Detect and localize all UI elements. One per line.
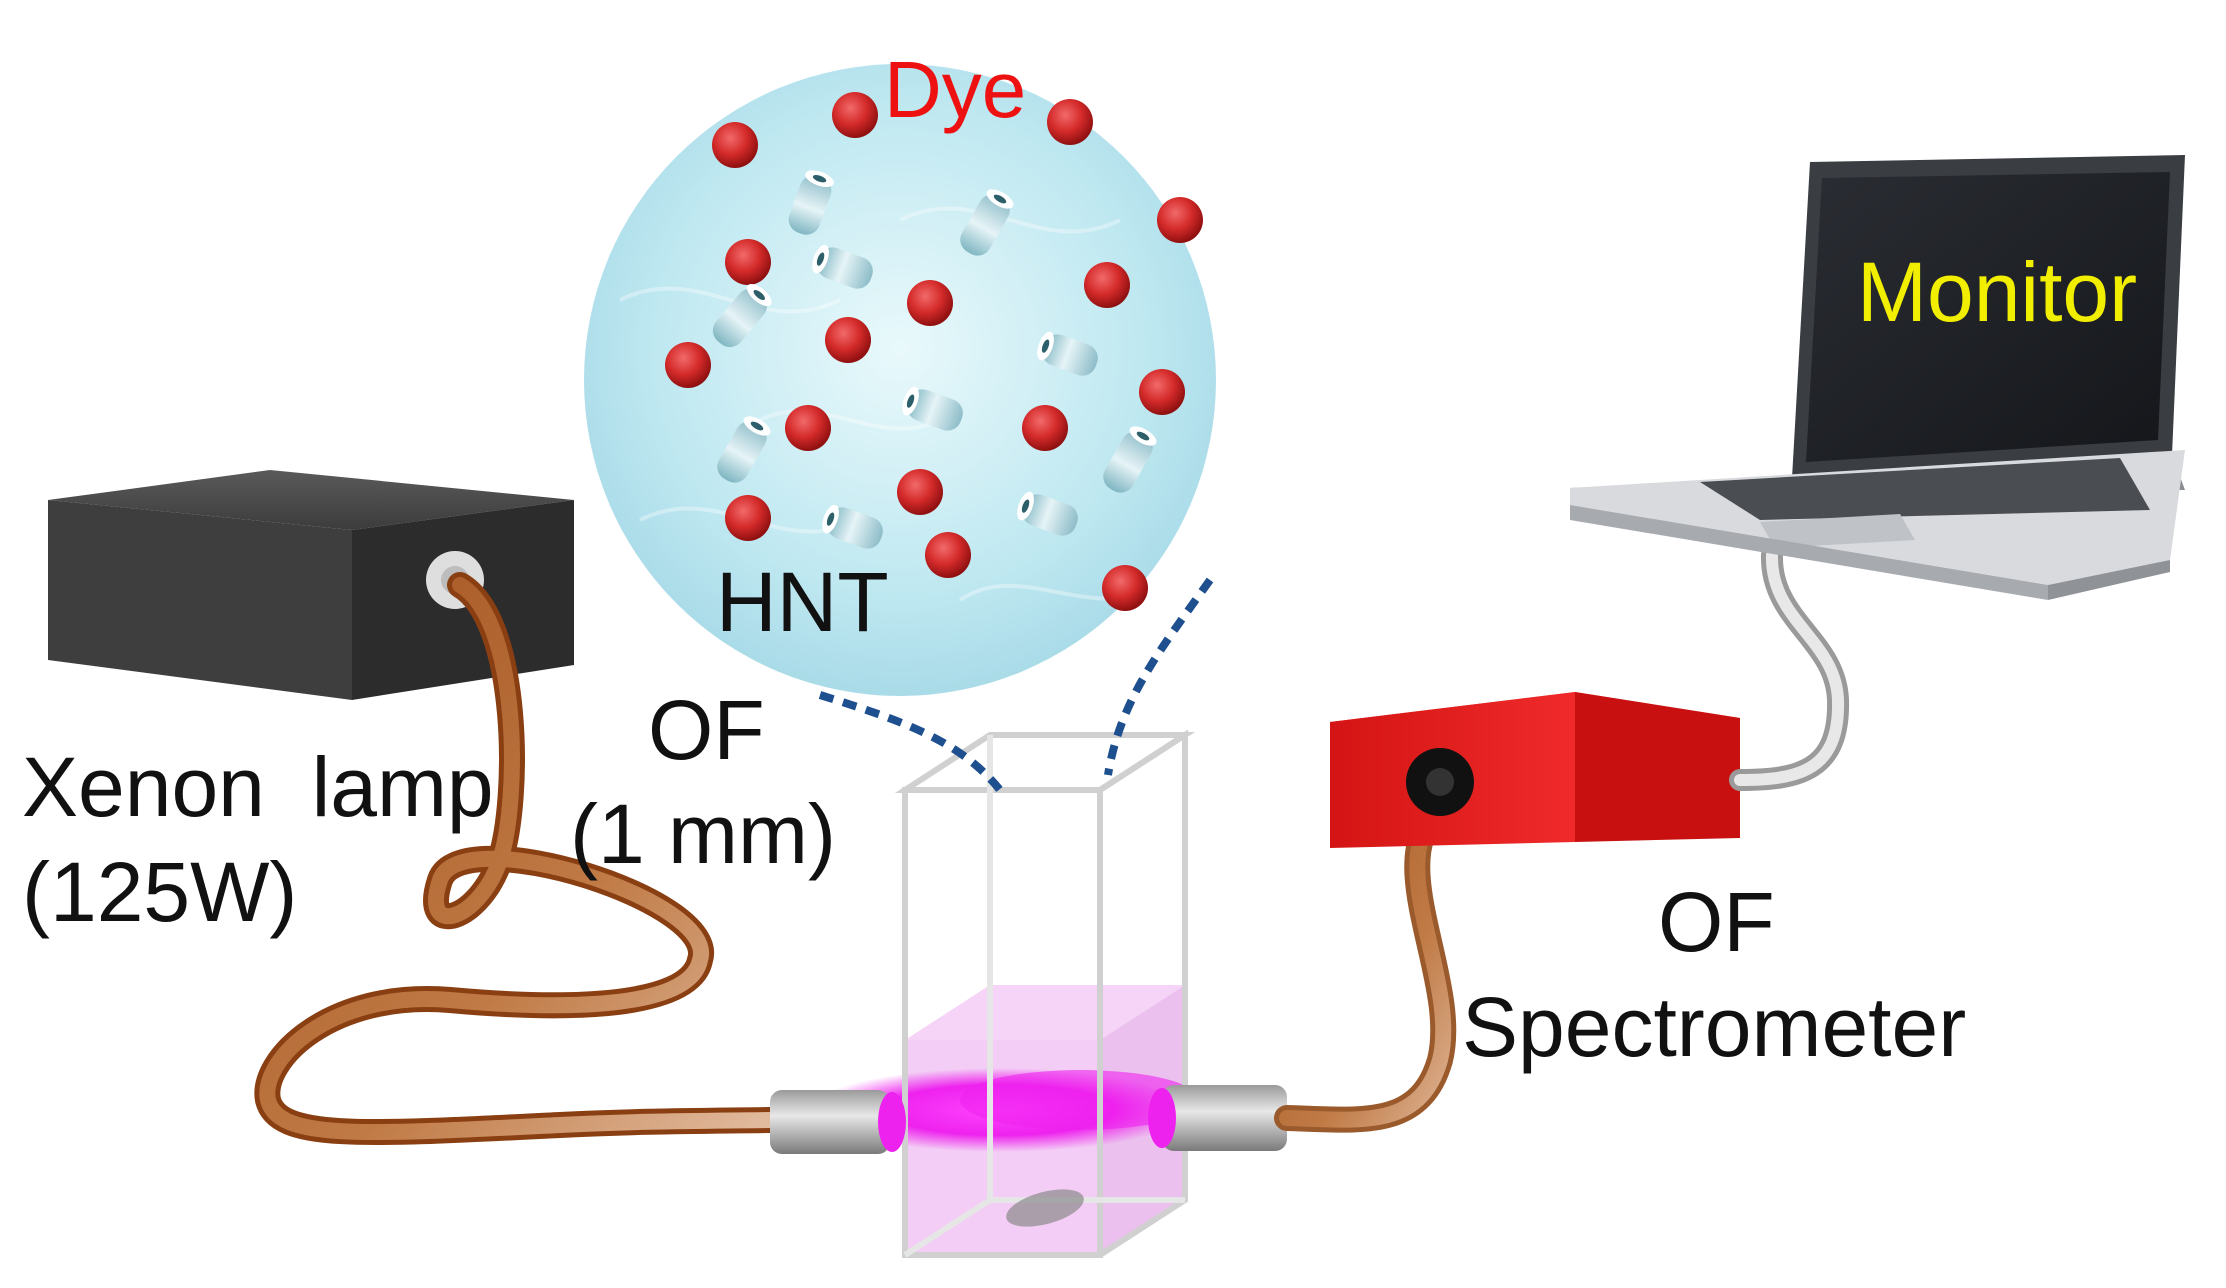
lamp-power-label: (125W) — [22, 845, 298, 939]
light-beam-core — [960, 1070, 1200, 1130]
dye-particle — [825, 317, 871, 363]
laptop-keyboard — [1700, 458, 2150, 520]
dye-particle — [1084, 262, 1130, 308]
xenon-lamp-icon — [48, 470, 574, 700]
hnt-label: HNT — [716, 555, 889, 649]
dye-particle — [925, 532, 971, 578]
laptop-side-edge — [2048, 560, 2170, 600]
spectrometer-icon — [1330, 692, 1740, 848]
dye-particle — [1157, 197, 1203, 243]
magnifier-guide-left — [818, 691, 1004, 793]
hnt-tube — [822, 504, 883, 549]
laptop-icon — [1570, 155, 2185, 600]
lamp-front-face — [48, 500, 352, 700]
laptop-touchpad — [1760, 514, 1915, 548]
fiber-input-size-label: (1 mm) — [570, 787, 836, 881]
hnt-tube — [788, 170, 834, 235]
hnt-tubes — [712, 170, 1157, 549]
output-ferrule-light — [1148, 1088, 1176, 1148]
dye-particle — [1047, 99, 1093, 145]
dye-particle — [785, 405, 831, 451]
hnt-tube — [902, 386, 963, 431]
hnt-tube — [1037, 331, 1098, 376]
dye-label: Dye — [884, 45, 1027, 134]
input-ferrule — [770, 1090, 890, 1154]
magnifier-circle-icon — [584, 64, 1216, 793]
cuvette-liquid-top — [905, 985, 1185, 1040]
dye-particle — [1022, 405, 1068, 451]
usb-cable-sheen — [1734, 549, 1845, 786]
dye-particle — [725, 239, 771, 285]
optical-fiber-icon — [254, 572, 783, 1146]
hnt-tube — [1103, 426, 1157, 493]
spectrometer-name-label: Spectrometer — [1462, 980, 1967, 1074]
input-ferrule-light — [878, 1092, 906, 1152]
dye-particle — [1139, 369, 1185, 415]
dye-particle — [725, 495, 771, 541]
hnt-tube — [712, 283, 772, 348]
lamp-fiber-sheen — [259, 577, 778, 1141]
dye-particle — [897, 469, 943, 515]
spectrometer-port-core — [1426, 768, 1454, 796]
dye-particle — [907, 280, 953, 326]
lamp-top-face — [48, 470, 574, 530]
dye-particle — [832, 92, 878, 138]
spectrometer-prefix-label: OF — [1658, 875, 1775, 969]
monitor-label: Monitor — [1857, 245, 2138, 339]
hnt-tube — [812, 244, 873, 289]
magnifier-guide-right — [1104, 577, 1214, 776]
cuvette-bottom-hole — [1006, 1189, 1084, 1227]
spectrometer-side-face — [1575, 692, 1740, 842]
cuvette-icon — [770, 729, 1287, 1258]
output-ferrule — [1162, 1085, 1287, 1151]
hnt-tube — [960, 189, 1014, 256]
lamp-name-label: Xenon lamp — [22, 740, 494, 834]
dye-particle — [665, 342, 711, 388]
hnt-tube — [1017, 491, 1078, 536]
hnt-tube — [717, 416, 771, 483]
dye-particles — [665, 92, 1203, 611]
laptop-front-edge — [1570, 505, 2048, 600]
laptop-screen — [1806, 172, 2170, 462]
fiber-input-name-label: OF — [648, 683, 765, 777]
dye-particle — [1102, 565, 1148, 611]
dye-particle — [712, 122, 758, 168]
